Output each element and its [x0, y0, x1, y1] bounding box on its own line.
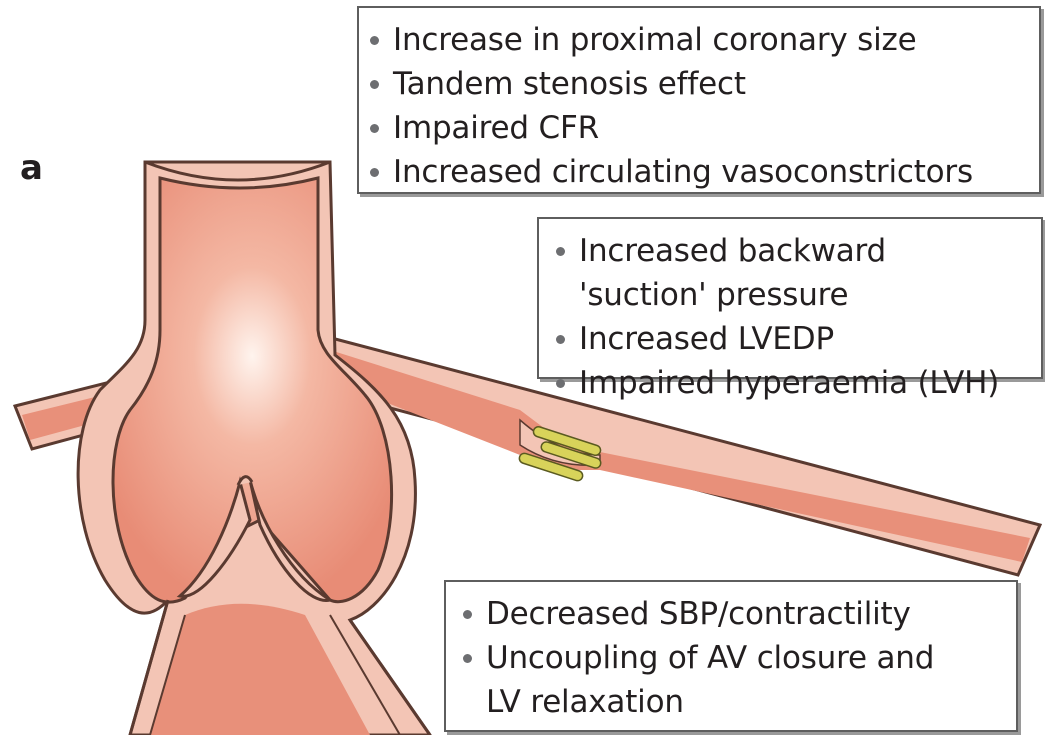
- callout-top-item: Impaired CFR: [367, 106, 1039, 150]
- callout-bottom-item: Decreased SBP/contractility: [460, 592, 1016, 636]
- callout-middle-list: Increased backward 'suction' pressure In…: [553, 229, 1041, 405]
- callout-top-list: Increase in proximal coronary size Tande…: [367, 18, 1039, 194]
- callout-middle-item-line: Increased backward: [579, 229, 1041, 273]
- callout-middle-item: Increased backward 'suction' pressure: [553, 229, 1041, 317]
- callout-box-middle: Increased backward 'suction' pressure In…: [537, 217, 1043, 379]
- callout-top-item: Tandem stenosis effect: [367, 62, 1039, 106]
- callout-bottom-item-line: LV relaxation: [486, 680, 1016, 724]
- callout-bottom-item: Uncoupling of AV closure and LV relaxati…: [460, 636, 1016, 724]
- panel-label: a: [20, 148, 43, 188]
- callout-top-item: Increased circulating vasoconstrictors: [367, 150, 1039, 194]
- callout-box-top: Increase in proximal coronary size Tande…: [357, 6, 1041, 194]
- callout-middle-item: Impaired hyperaemia (LVH): [553, 361, 1041, 405]
- callout-bottom-item-line: Uncoupling of AV closure and: [486, 636, 1016, 680]
- callout-top-item: Increase in proximal coronary size: [367, 18, 1039, 62]
- callout-bottom-list: Decreased SBP/contractility Uncoupling o…: [460, 592, 1016, 724]
- callout-box-bottom: Decreased SBP/contractility Uncoupling o…: [444, 580, 1018, 732]
- callout-middle-item: Increased LVEDP: [553, 317, 1041, 361]
- callout-middle-item-line: 'suction' pressure: [579, 273, 1041, 317]
